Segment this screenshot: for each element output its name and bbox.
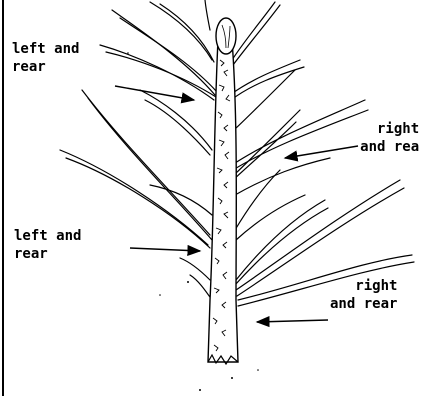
needle xyxy=(180,258,210,280)
label-lower-right-line1: right xyxy=(330,277,397,295)
needle xyxy=(235,158,330,195)
label-upper-left-line2: rear xyxy=(12,58,79,76)
needle xyxy=(232,2,275,60)
label-upper-right-line2: and rea xyxy=(355,138,419,156)
arrow-4 xyxy=(257,320,328,322)
needle xyxy=(235,170,280,230)
arrow-3 xyxy=(130,248,200,251)
label-upper-left-line1: left and xyxy=(12,40,79,58)
needle xyxy=(230,60,300,95)
needle xyxy=(150,185,212,215)
arrow-2 xyxy=(285,146,358,158)
label-upper-left: left and rear xyxy=(12,40,79,76)
needle xyxy=(235,208,328,285)
needle xyxy=(150,2,212,60)
needle xyxy=(233,5,280,65)
needle xyxy=(66,158,210,248)
label-upper-right: right and rea xyxy=(355,120,419,156)
label-lower-right-line2: and rear xyxy=(330,295,397,313)
label-lower-left: left and rear xyxy=(14,227,81,263)
needle xyxy=(236,195,305,240)
needle xyxy=(160,4,214,62)
needle xyxy=(234,70,295,130)
label-lower-left-line1: left and xyxy=(14,227,81,245)
stem xyxy=(208,18,238,364)
needle xyxy=(205,0,210,30)
needle xyxy=(82,90,210,235)
needle xyxy=(140,90,212,150)
needle xyxy=(236,180,400,290)
label-lower-left-line2: rear xyxy=(14,245,81,263)
needle xyxy=(145,100,210,155)
label-lower-right: right and rear xyxy=(330,277,397,313)
terminal-bud xyxy=(216,18,236,54)
label-upper-right-line1: right xyxy=(355,120,419,138)
specks xyxy=(127,52,393,391)
